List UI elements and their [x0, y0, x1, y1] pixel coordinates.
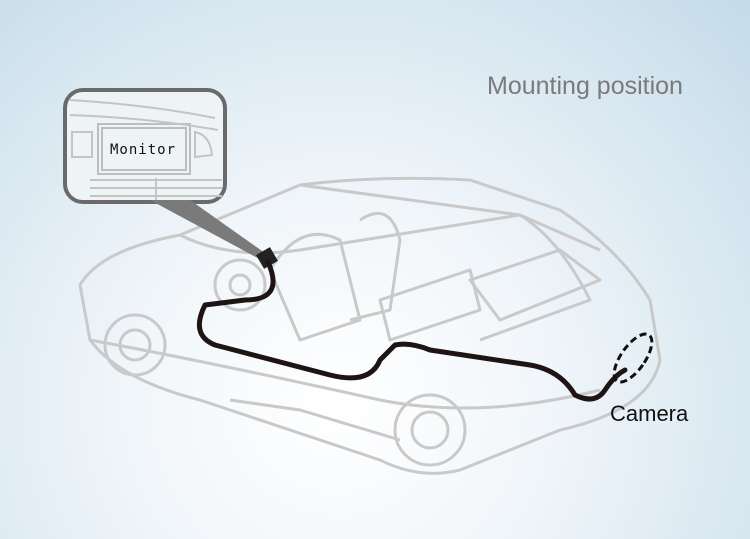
monitor-callout [63, 88, 278, 269]
monitor-label: Monitor [110, 142, 177, 158]
diagram-title: Mounting position [487, 72, 683, 100]
camera-label: Camera [610, 401, 689, 426]
cable [196, 259, 628, 402]
car-outline [78, 176, 662, 475]
